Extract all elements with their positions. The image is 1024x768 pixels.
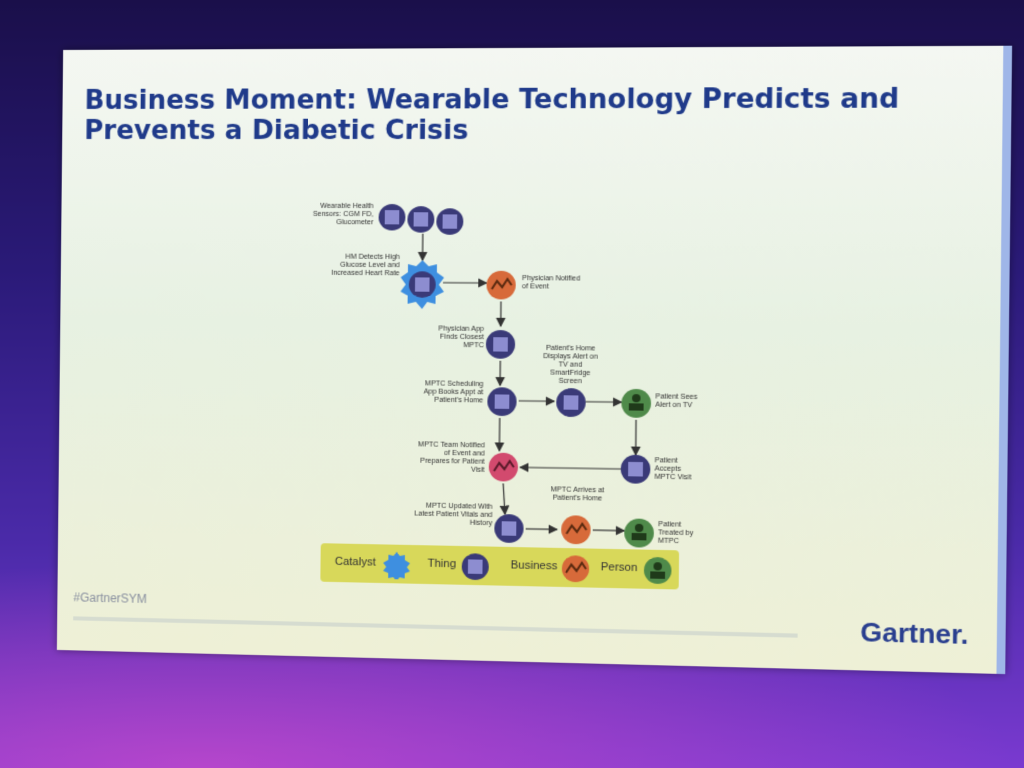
label-treated: Patient Treated by MTPC <box>658 521 705 547</box>
connector <box>503 483 505 514</box>
connector <box>593 530 625 531</box>
person-icon <box>621 389 651 418</box>
thing-icon <box>621 455 651 484</box>
diagram-legend: Catalyst Thing Business Person <box>320 543 679 589</box>
thing-icon <box>486 330 515 359</box>
business-icon <box>561 554 591 583</box>
person-icon <box>643 556 673 585</box>
thing-icon <box>556 388 586 417</box>
connector <box>520 467 621 469</box>
presentation-slide: Business Moment: Wearable Technology Pre… <box>57 46 1012 674</box>
event-hashtag: #GartnerSYM <box>73 590 147 606</box>
label-team-notified: MPTC Team Notified of Event and Prepares… <box>416 441 485 475</box>
label-patient-accepts: Patient Accepts MPTC Visit <box>654 457 701 482</box>
gartner-logo: Gartner. <box>860 616 968 651</box>
label-patient-sees: Patient Sees Alert on TV <box>655 393 698 410</box>
business-icon <box>561 515 591 544</box>
label-scheduling: MPTC Scheduling App Books Appt at Patien… <box>415 380 484 405</box>
thing-icon <box>407 206 434 233</box>
business-icon <box>486 271 515 300</box>
label-sensors: Wearable Health Sensors: CGM FD, Glucome… <box>293 203 373 228</box>
catalyst-icon <box>400 260 444 309</box>
label-physician-notified: Physician Notified of Event <box>522 275 585 292</box>
legend-person-label: Person <box>601 561 638 574</box>
label-detect: HM Detects High Glucose Level and Increa… <box>324 253 400 278</box>
legend-business-label: Business <box>511 559 558 572</box>
business-icon <box>489 453 518 482</box>
connector <box>526 529 557 530</box>
catalyst-icon <box>382 551 411 580</box>
thing-icon <box>436 208 463 235</box>
thing-icon <box>461 552 490 581</box>
legend-thing-label: Thing <box>428 558 457 571</box>
thing-icon <box>378 204 405 231</box>
person-icon <box>624 518 654 547</box>
label-arrives: MPTC Arrives at Patient's Home <box>543 486 612 504</box>
thing-icon <box>487 387 516 416</box>
label-updated: MPTC Updated With Latest Patient Vitals … <box>413 502 492 528</box>
label-app-finds: Physician App Finds Closest MPTC <box>426 325 484 350</box>
label-home-display: Patient's Home Displays Alert on TV and … <box>538 345 603 387</box>
legend-catalyst-label: Catalyst <box>335 556 376 569</box>
thing-icon <box>494 514 524 543</box>
